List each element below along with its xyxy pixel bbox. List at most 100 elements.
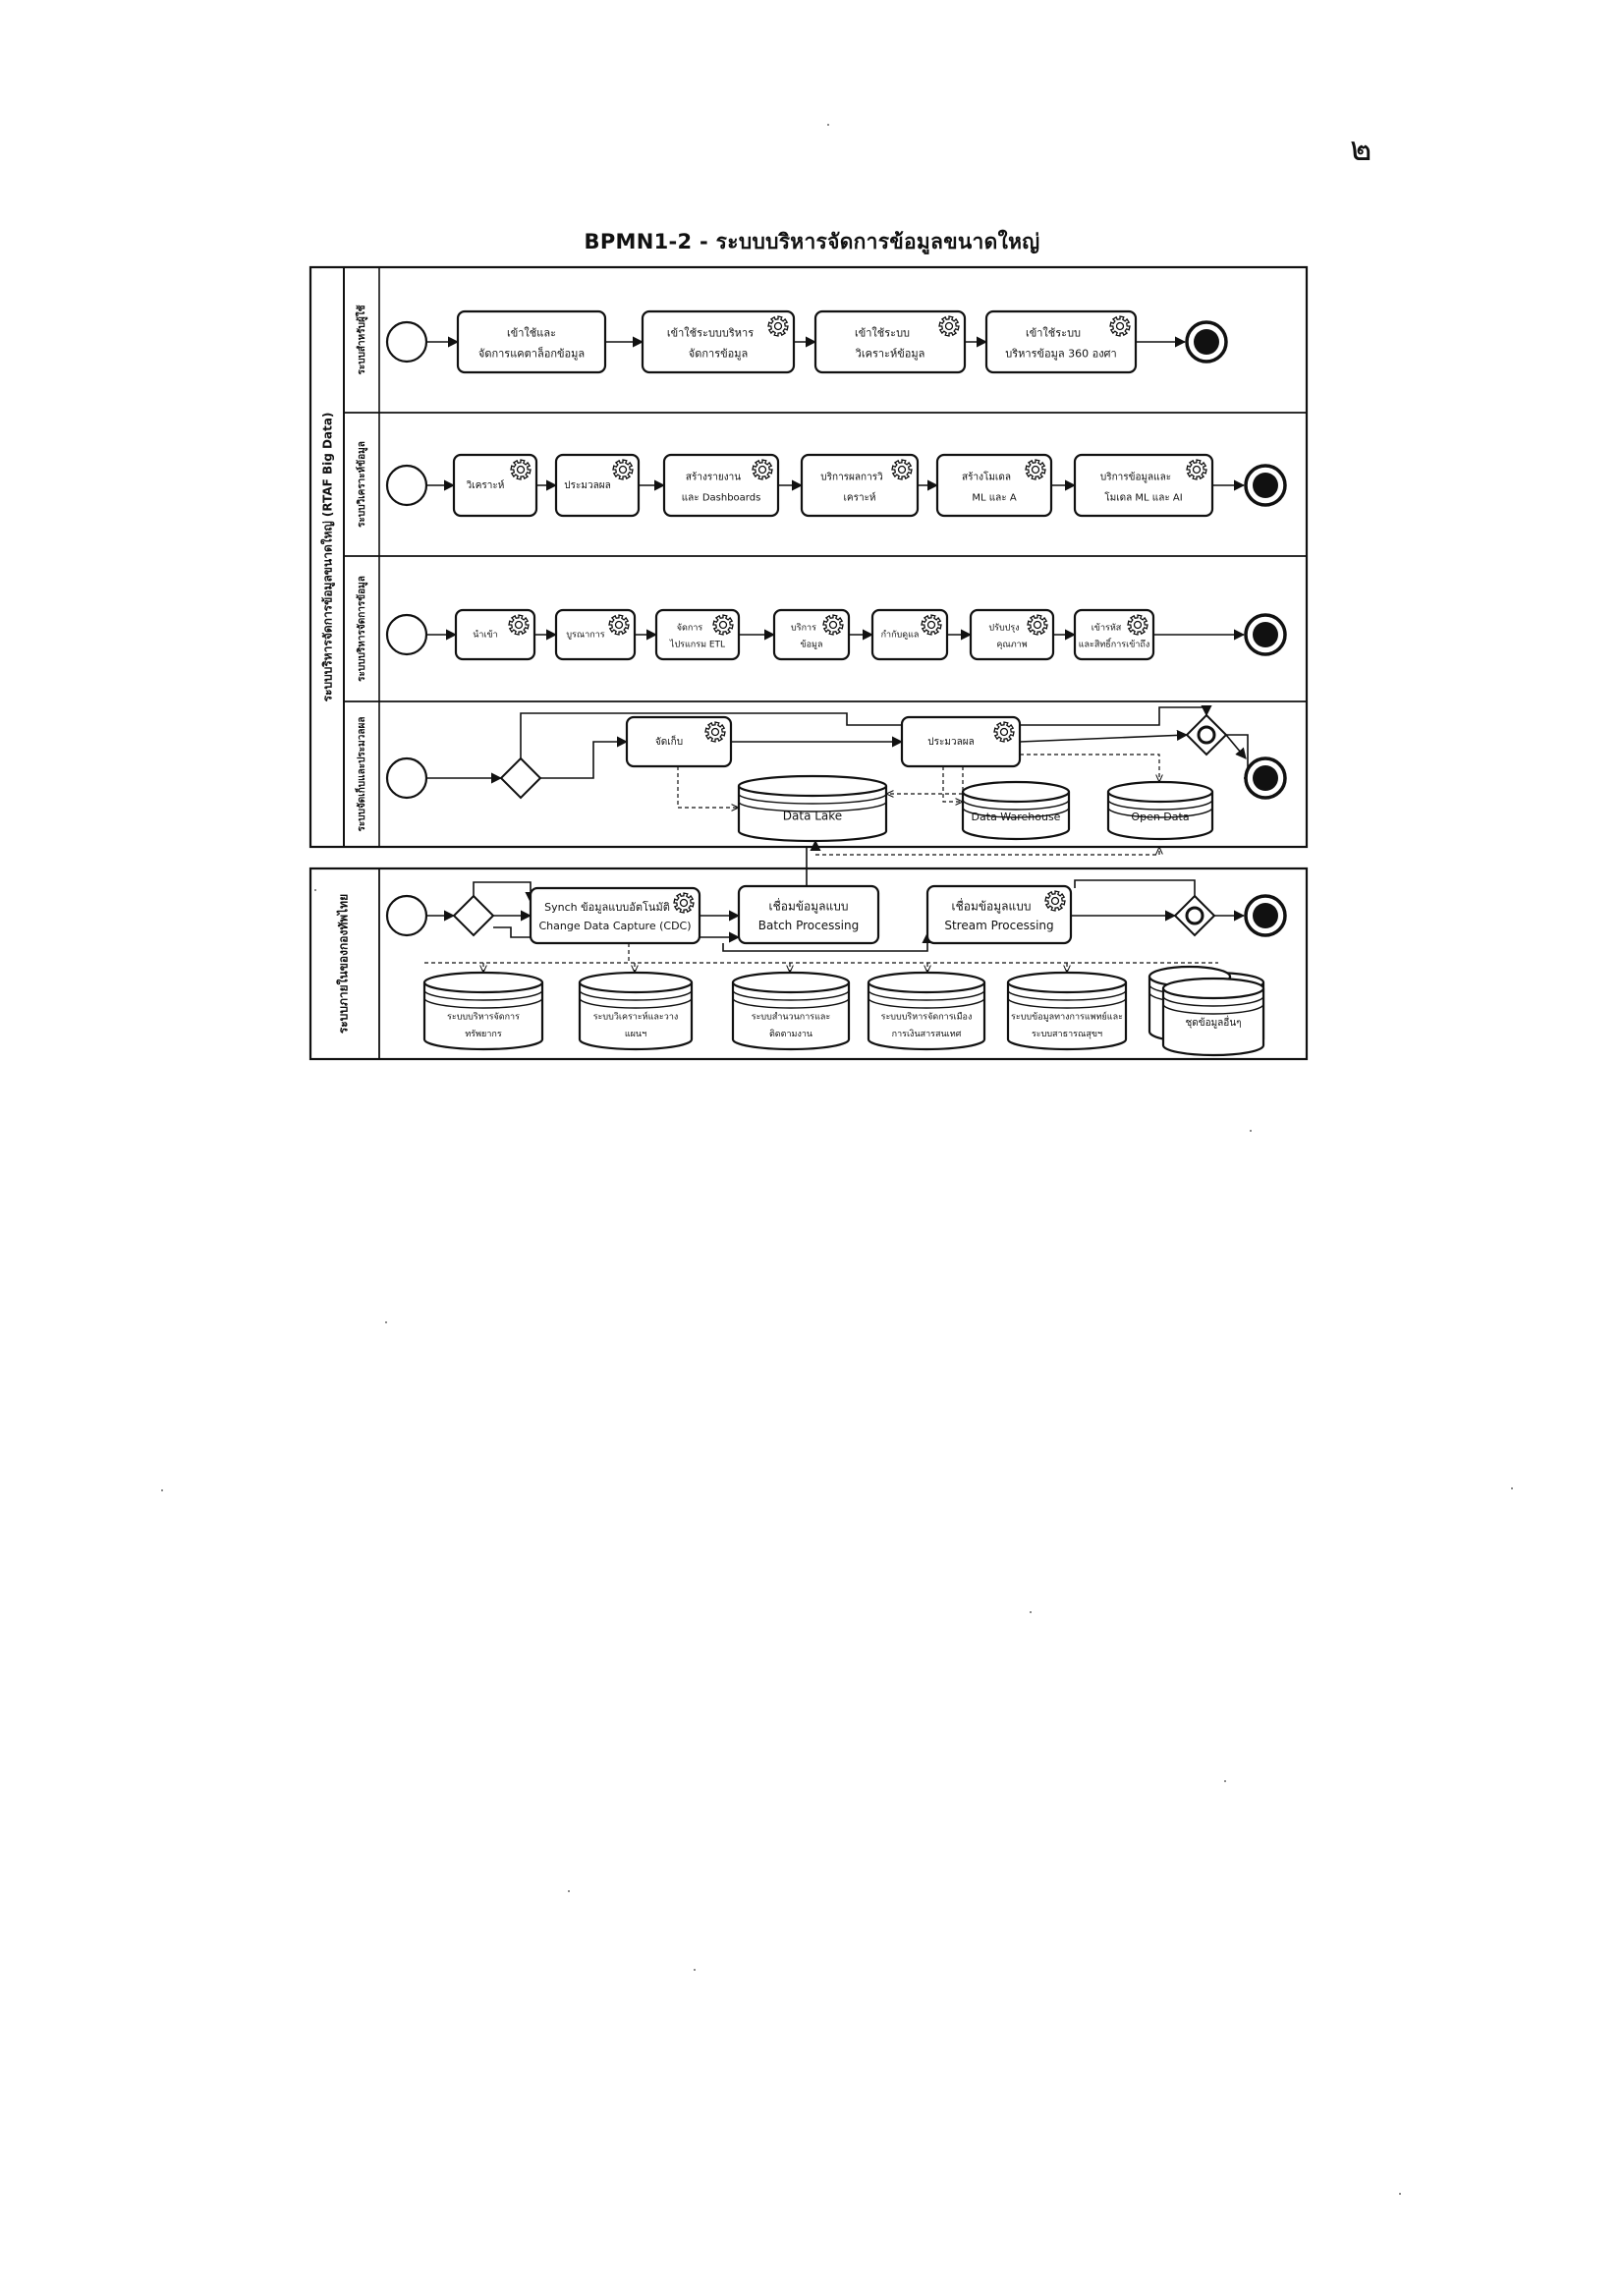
gear-icon — [673, 892, 695, 914]
task-box — [654, 608, 741, 661]
task-label: เชื่อมข้อมูลแบบ — [768, 897, 848, 914]
end-event — [1244, 756, 1287, 800]
task-box — [452, 453, 538, 518]
task: บริการผลการวิเคราะห์ — [800, 453, 920, 518]
sequence-flow — [1019, 729, 1189, 743]
task: บูรณาการ — [554, 608, 637, 661]
task-label: เข้ารหัส — [1092, 623, 1122, 634]
store-label: ระบบวิเคราะห์และวาง — [593, 1011, 679, 1023]
task: เข้าใช้ระบบบริหารจัดการข้อมูล — [641, 309, 796, 374]
start-event — [385, 613, 428, 656]
sequence-flow — [942, 766, 963, 802]
pool-thai-military-internal — [308, 867, 1309, 1061]
task: เข้าใช้ระบบวิเคราะห์ข้อมูล — [813, 309, 967, 374]
task: บริการข้อมูล — [772, 608, 851, 661]
end-event — [1244, 464, 1287, 507]
gear-icon — [938, 315, 960, 337]
sequence-flow — [806, 839, 821, 886]
task-box — [969, 608, 1055, 661]
task-label: เข้าใช้ระบบ — [1026, 326, 1081, 339]
task: Synch ข้อมูลแบบอัตโนมัติChange Data Capt… — [529, 886, 701, 945]
sequence-flow — [473, 881, 536, 904]
gear-icon — [1044, 890, 1066, 912]
gear-icon — [1186, 459, 1207, 480]
task-label: ปรับปรุง — [988, 624, 1019, 634]
sequence-flow — [722, 931, 933, 952]
task-label: นำเข้า — [473, 630, 498, 641]
task-label: ML และ A — [972, 492, 1017, 503]
task-box — [813, 309, 967, 374]
task-box — [925, 884, 1073, 945]
task-label: กำกับดูแล — [881, 630, 920, 641]
task-label: สร้างรายงาน — [686, 471, 741, 482]
store-label: Open Data — [1131, 811, 1189, 823]
gear-icon — [1027, 614, 1048, 636]
store-label: ระบบสาธารณสุขฯ — [1032, 1030, 1102, 1039]
gear-icon — [921, 614, 942, 636]
store-label: ระบบบริหารจัดการ — [447, 1012, 520, 1023]
task-box — [984, 309, 1138, 374]
start-event — [385, 756, 428, 800]
gear-icon — [752, 459, 773, 480]
data-store-data-lake: Data Lake — [737, 774, 888, 843]
task-label: บริหารข้อมูล 360 องศา — [1005, 347, 1116, 360]
task: ปรับปรุงคุณภาพ — [969, 608, 1055, 661]
task-label: ข้อมูล — [800, 640, 822, 650]
end-event — [1185, 320, 1228, 364]
start-event — [385, 894, 428, 937]
lane-label: ระบบวิเคราะห์ข้อมูล — [356, 441, 368, 528]
gear-icon — [993, 721, 1015, 743]
task-label: เคราะห์ — [843, 491, 875, 503]
task-label: วิเคราะห์ข้อมูล — [855, 347, 924, 360]
store-label: แผนฯ — [625, 1030, 646, 1039]
store-label: ติดตามงาน — [769, 1029, 812, 1039]
task-label: วิเคราะห์ — [466, 479, 504, 491]
sequence-flow — [886, 766, 964, 794]
store-label: ทรัพยากร — [465, 1030, 501, 1039]
task: นำเข้า — [454, 608, 536, 661]
task-label: เข้าใช้และ — [507, 326, 556, 339]
task: เชื่อมข้อมูลแบบ Batch Processing — [737, 884, 880, 945]
gear-icon — [712, 614, 734, 636]
task-box — [554, 608, 637, 661]
end-event — [1244, 894, 1287, 937]
gear-icon — [1109, 315, 1131, 337]
store-label: Data Lake — [783, 809, 842, 822]
sequence-flow — [520, 704, 1212, 758]
lane-label: ระบบบริหารจัดการข้อมูล — [356, 576, 368, 682]
task-label: เข้าใช้ระบบ — [855, 326, 910, 339]
task-label: เชื่อมข้อมูลแบบ — [951, 897, 1031, 914]
task-label: Stream Processing — [944, 919, 1053, 932]
lane-label: ระบบสำหรับผู้ใช้ — [355, 305, 368, 374]
task-box — [529, 886, 701, 945]
store-label: Data Warehouse — [972, 811, 1061, 823]
gear-icon — [1025, 459, 1046, 480]
task-box — [1073, 453, 1214, 518]
sequence-flow — [677, 766, 739, 808]
task: ประมวลผล — [900, 715, 1022, 768]
task-label: ไปรแกรม ETL — [669, 640, 725, 650]
store-label: ระบบบริหารจัดการเมือง — [881, 1012, 973, 1023]
sequence-flow — [1074, 879, 1196, 896]
task-label: โมเดล ML และ AI — [1104, 490, 1182, 503]
exclusive-gateway — [452, 894, 495, 937]
task-label: คุณภาพ — [996, 641, 1027, 650]
gear-icon — [1127, 614, 1148, 636]
task-box — [554, 453, 641, 518]
task-box — [662, 453, 780, 518]
task-box — [900, 715, 1022, 768]
task-label: จัดเก็บ — [655, 734, 683, 748]
task-label: Change Data Capture (CDC) — [538, 920, 691, 932]
task-box — [625, 715, 733, 768]
sequence-flow — [1020, 754, 1159, 782]
task-label: จัดการ — [677, 624, 703, 634]
task: กำกับดูแล — [870, 608, 949, 661]
task-label: และสิทธิ์การเข้าถึง — [1079, 638, 1150, 650]
task-label: บริการข้อมูลและ — [1100, 471, 1171, 482]
task-label: Batch Processing — [758, 919, 859, 932]
start-event — [385, 464, 428, 507]
